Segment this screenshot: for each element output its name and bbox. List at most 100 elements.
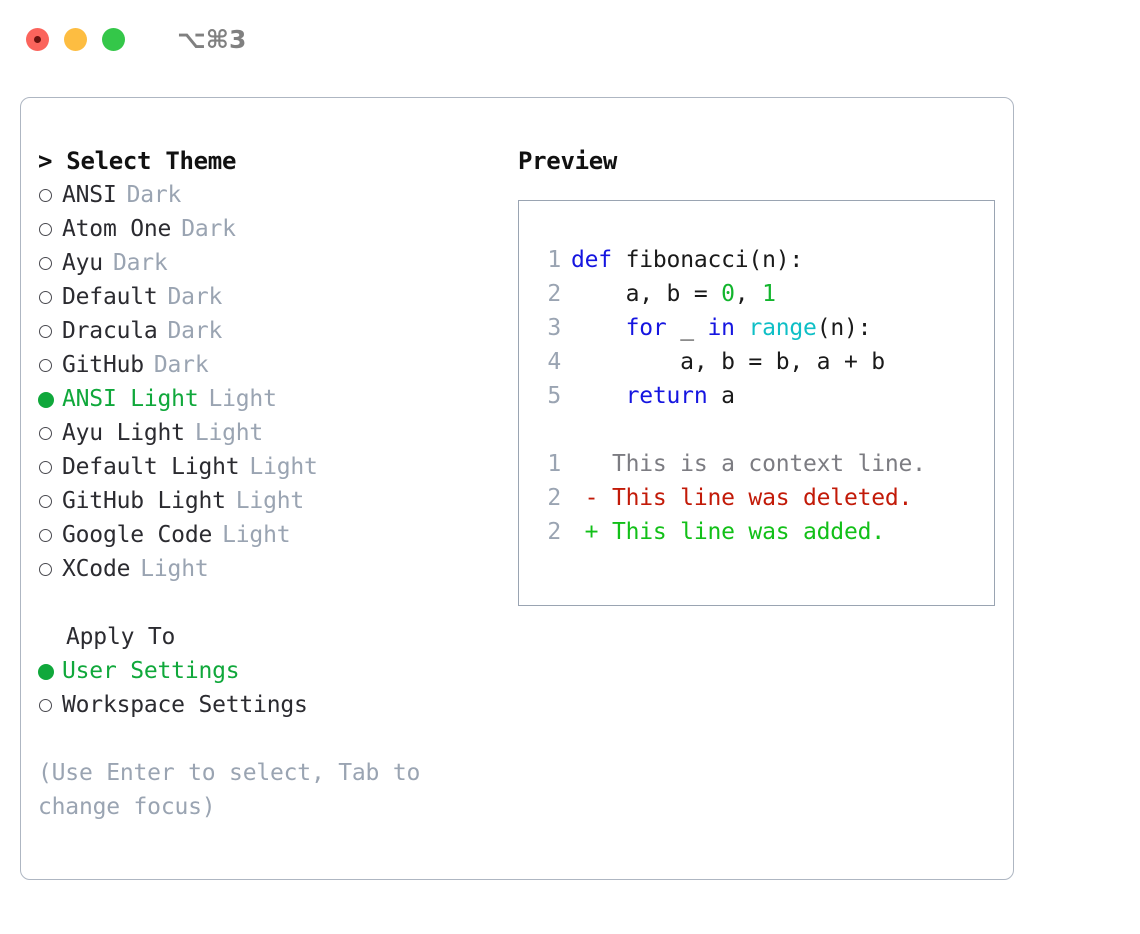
code-token: 1 xyxy=(762,281,776,307)
theme-option-variant-tag: Light xyxy=(194,420,264,446)
apply-to-option-label: User Settings xyxy=(62,658,240,684)
theme-option-variant-tag: Light xyxy=(222,522,291,548)
code-line-content: def fibonacci(n): xyxy=(571,243,803,277)
theme-option-label: Default xyxy=(62,284,158,310)
radio-unselected-icon[interactable] xyxy=(38,484,62,518)
theme-option-label: Default Light xyxy=(62,454,240,480)
code-line: 2 a, b = 0, 1 xyxy=(537,277,994,311)
radio-ring xyxy=(39,291,52,304)
radio-unselected-icon[interactable] xyxy=(38,178,62,212)
code-token: , xyxy=(734,281,763,307)
code-line-number: 4 xyxy=(547,349,561,375)
diff-line-number: 1 xyxy=(547,451,561,477)
diff-line: 2 - This line was deleted. xyxy=(537,481,994,515)
preview-gap xyxy=(537,413,994,447)
theme-option[interactable]: Atom One Dark xyxy=(38,212,500,246)
keyboard-hint-line-2: change focus) xyxy=(38,794,216,820)
code-line: 5 return a xyxy=(537,379,994,413)
theme-option[interactable]: Ayu Dark xyxy=(38,246,500,280)
code-token: fibonacci(n): xyxy=(611,247,804,273)
theme-option-variant-tag: Dark xyxy=(112,250,168,276)
radio-ring xyxy=(39,325,52,338)
diff-line: 1 This is a context line. xyxy=(537,447,994,481)
select-theme-heading: > Select Theme xyxy=(38,147,237,175)
radio-unselected-icon[interactable] xyxy=(38,280,62,314)
code-token: a, b = b, a + b xyxy=(571,349,885,375)
radio-unselected-icon[interactable] xyxy=(38,212,62,246)
code-token: a xyxy=(707,383,735,409)
radio-unselected-icon[interactable] xyxy=(38,552,62,586)
theme-option-variant-tag: Light xyxy=(249,454,318,480)
theme-option-variant-tag: Dark xyxy=(181,216,236,242)
theme-option-variant-tag: Dark xyxy=(153,352,209,378)
code-token: return xyxy=(625,383,708,409)
radio-ring xyxy=(39,461,52,474)
diff-line-number: 2 xyxy=(547,485,561,511)
apply-to-heading: Apply To xyxy=(66,624,176,650)
code-line: 1 def fibonacci(n): xyxy=(537,243,994,277)
code-token xyxy=(571,383,626,409)
code-token: _ xyxy=(666,315,708,341)
radio-unselected-icon[interactable] xyxy=(38,416,62,450)
radio-ring xyxy=(39,189,52,202)
theme-option-variant-tag: Dark xyxy=(167,284,223,310)
theme-option-label: Dracula xyxy=(62,318,158,344)
code-token: def xyxy=(571,247,612,273)
code-line-number: 2 xyxy=(547,281,561,307)
radio-unselected-icon[interactable] xyxy=(38,348,62,382)
close-window-button[interactable] xyxy=(26,27,49,51)
code-token xyxy=(735,315,749,341)
code-line-content: for _ in range(n): xyxy=(571,311,872,345)
theme-option[interactable]: Default Dark xyxy=(38,280,500,314)
diff-line-text: This line was deleted. xyxy=(598,485,913,511)
code-token: 0 xyxy=(721,281,735,307)
code-token xyxy=(571,315,626,341)
code-token: a, b = xyxy=(571,281,722,307)
theme-option-label: GitHub Light xyxy=(62,488,226,514)
radio-unselected-icon[interactable] xyxy=(38,688,62,722)
theme-option[interactable]: XCode Light xyxy=(38,552,500,586)
apply-to-option[interactable]: User Settings xyxy=(38,654,500,688)
code-line: 3 for _ in range(n): xyxy=(537,311,994,345)
radio-ring xyxy=(39,563,52,576)
code-token: for xyxy=(625,315,667,341)
keyboard-hint: (Use Enter to select, Tab to change focu… xyxy=(38,756,458,824)
theme-option-variant-tag: Light xyxy=(140,556,209,582)
radio-selected-icon[interactable] xyxy=(38,382,62,416)
minimize-window-button[interactable] xyxy=(64,27,87,51)
radio-selected-icon[interactable] xyxy=(38,654,62,688)
theme-option-label: Atom One xyxy=(62,216,172,242)
code-line-number: 1 xyxy=(547,247,561,273)
radio-unselected-icon[interactable] xyxy=(38,518,62,552)
diff-marker: + xyxy=(571,519,599,545)
diff-line-text: This is a context line. xyxy=(598,451,926,477)
theme-option-label: XCode xyxy=(62,556,131,582)
radio-unselected-icon[interactable] xyxy=(38,314,62,348)
radio-ring xyxy=(39,699,52,712)
radio-ring xyxy=(39,529,52,542)
radio-unselected-icon[interactable] xyxy=(38,246,62,280)
theme-option-label: Ayu xyxy=(62,250,103,276)
radio-unselected-icon[interactable] xyxy=(38,450,62,484)
theme-option-label: ANSI Light xyxy=(62,386,199,412)
maximize-window-button[interactable] xyxy=(102,27,125,51)
theme-option[interactable]: Default Light Light xyxy=(38,450,500,484)
diff-line-text: This line was added. xyxy=(598,519,885,545)
code-token: (n): xyxy=(816,315,872,341)
apply-to-option[interactable]: Workspace Settings xyxy=(38,688,500,722)
theme-option-variant-tag: Dark xyxy=(126,182,182,208)
diff-line-number: 2 xyxy=(547,519,561,545)
diff-line: 2 + This line was added. xyxy=(537,515,994,549)
